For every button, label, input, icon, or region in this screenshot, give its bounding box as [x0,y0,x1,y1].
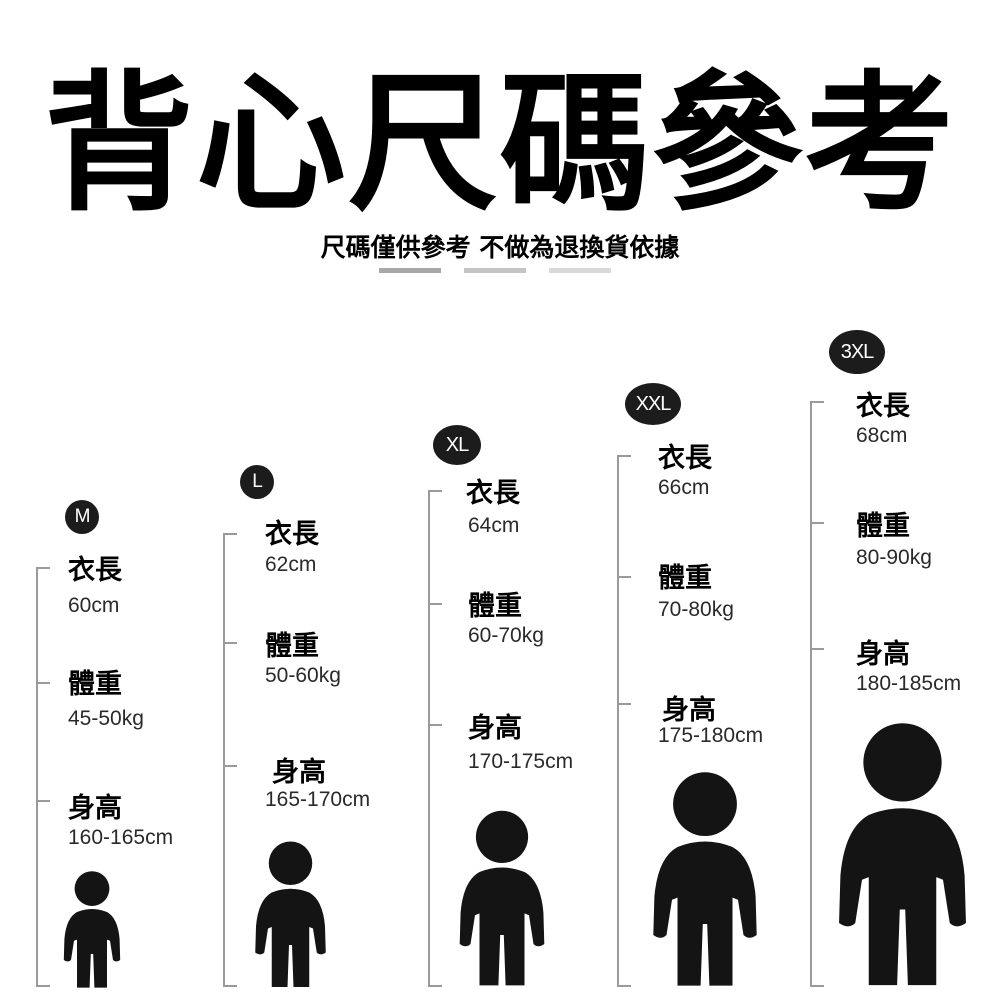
ruler-tick [36,985,50,987]
height-label: 身高 [856,639,910,670]
ruler-tick [810,401,824,403]
ruler-tick [36,567,50,569]
length-value: 60cm [68,594,120,617]
person-silhouette-icon [459,810,545,986]
length-label: 衣長 [658,443,712,474]
size-badge: 3XL [829,330,885,374]
subtitle: 尺碼僅供參考 不做為退換貨依據 [320,233,680,262]
ruler-tick [36,800,50,802]
length-label: 衣長 [265,519,319,550]
ruler-tick [617,455,631,457]
weight-label: 體重 [856,511,910,542]
ruler-line [617,455,619,987]
size-badge: XXL [625,383,681,425]
page-title: 背心尺碼參考 [43,58,956,232]
height-label: 身高 [68,793,122,824]
weight-label: 體重 [658,563,712,594]
person-silhouette-icon [63,871,121,988]
length-label: 衣長 [466,478,520,509]
weight-label: 體重 [468,591,522,622]
ruler-tick [428,603,442,605]
ruler-tick [617,576,631,578]
decor-bar-1 [379,268,441,273]
height-value: 175-180cm [658,724,764,747]
ruler-tick [223,765,237,767]
ruler-tick [810,522,824,524]
height-label: 身高 [468,713,522,744]
ruler-tick [36,682,50,684]
length-value: 68cm [856,424,908,447]
weight-value: 50-60kg [265,664,341,687]
weight-label: 體重 [265,631,319,662]
ruler-tick [223,533,237,535]
weight-label: 體重 [68,669,122,700]
size-badge: XL [433,425,481,465]
length-label: 衣長 [856,391,910,422]
ruler-tick [428,724,442,726]
person-silhouette-icon [653,772,757,986]
ruler-line [810,401,812,987]
ruler-tick [428,985,442,987]
ruler-tick [223,642,237,644]
height-value: 170-175cm [468,750,574,773]
length-value: 64cm [468,514,520,537]
ruler-line [223,533,225,987]
size-badge: M [65,500,99,534]
person-silhouette-icon [255,841,326,987]
height-value: 160-165cm [68,826,174,849]
ruler-tick [810,648,824,650]
decor-bar-2 [464,268,526,273]
weight-value: 80-90kg [856,546,932,569]
ruler-line [36,567,38,987]
length-label: 衣長 [68,555,122,586]
ruler-line [428,490,430,987]
length-value: 62cm [265,553,317,576]
ruler-tick [617,703,631,705]
person-silhouette-icon [839,723,966,986]
height-label: 身高 [662,695,716,726]
height-label: 身高 [272,757,326,788]
weight-value: 60-70kg [468,624,544,647]
height-value: 165-170cm [265,788,371,811]
weight-value: 45-50kg [68,707,144,730]
ruler-tick [810,985,824,987]
length-value: 66cm [658,476,710,499]
ruler-tick [428,490,442,492]
decor-bar-3 [549,268,611,273]
size-badge: L [240,465,274,499]
ruler-tick [617,985,631,987]
weight-value: 70-80kg [658,598,734,621]
ruler-tick [223,985,237,987]
height-value: 180-185cm [856,672,962,695]
